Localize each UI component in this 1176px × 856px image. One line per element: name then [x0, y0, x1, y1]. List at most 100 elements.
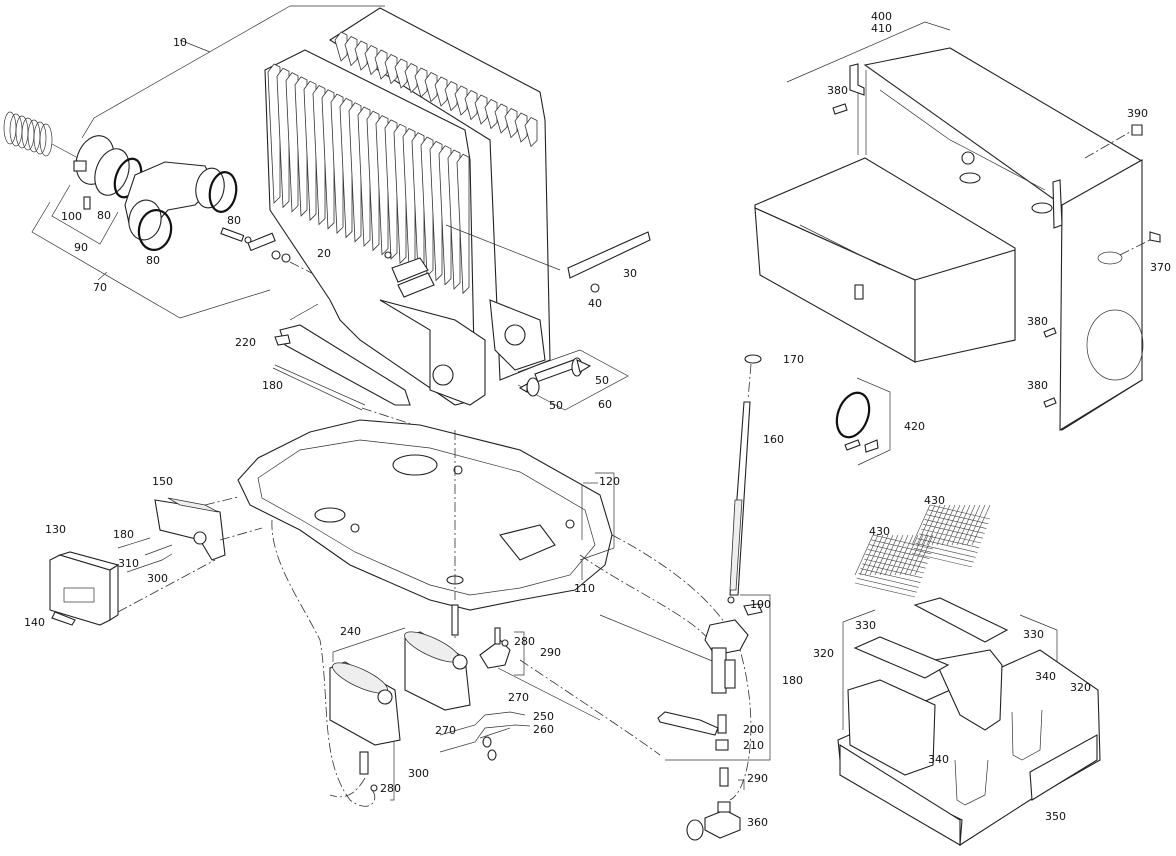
mesh-wire: [926, 504, 946, 546]
mesh-wire: [862, 563, 923, 579]
mesh-wire: [858, 573, 919, 588]
callout-90: 90: [74, 241, 88, 254]
mesh-wire: [899, 534, 919, 576]
flue-spring: [3, 111, 79, 159]
seal-kit-420: [835, 377, 891, 466]
callout-120: 120: [599, 475, 620, 488]
mesh-wire: [917, 538, 978, 553]
mesh-wire: [911, 504, 931, 546]
mesh-wire: [911, 552, 973, 568]
callout-210: 210: [743, 739, 764, 752]
callout-340b: 340: [928, 753, 949, 766]
front-panel: [754, 157, 1016, 363]
callout-180b: 180: [113, 528, 134, 541]
gas-tap-assembly: [599, 594, 771, 841]
group-10-bracket: [81, 5, 385, 139]
fin: [456, 153, 470, 295]
mesh-wire: [869, 534, 889, 576]
mesh-wire: [872, 534, 934, 550]
mesh-wire: [909, 534, 929, 576]
callout-310: 310: [118, 557, 139, 570]
mesh-wire: [869, 544, 930, 559]
mesh-wire: [936, 504, 956, 546]
callout-110: 110: [574, 582, 595, 595]
mesh-wire: [929, 504, 991, 520]
callout-280b: 280: [380, 782, 401, 795]
callout-50a: 50: [595, 374, 609, 387]
mesh-wire: [894, 534, 914, 576]
callout-350: 350: [1045, 810, 1066, 823]
mesh-wire: [867, 549, 928, 564]
mesh-wire: [931, 504, 951, 546]
drip-tray-assembly: [837, 597, 1101, 847]
callout-430a: 430: [869, 525, 890, 538]
callout-30: 30: [623, 267, 637, 280]
mesh-wire: [854, 534, 874, 576]
callout-360: 360: [747, 816, 768, 829]
callout-200: 200: [743, 723, 764, 736]
mesh-wire: [879, 534, 899, 576]
callout-280a: 280: [514, 635, 535, 648]
mesh-wire: [919, 533, 980, 549]
callout-150: 150: [152, 475, 173, 488]
callout-390: 390: [1127, 107, 1148, 120]
callout-420: 420: [904, 420, 925, 433]
callout-190: 190: [750, 598, 771, 611]
flue-adapter: [73, 135, 336, 286]
outer-casing: [786, 21, 1161, 431]
callout-80a: 80: [97, 209, 111, 222]
mesh-wire: [915, 543, 976, 558]
callout-50b: 50: [549, 399, 563, 412]
callout-260: 260: [533, 723, 554, 736]
callout-320a: 320: [813, 647, 834, 660]
mesh-wire: [956, 504, 976, 546]
mesh-wire: [951, 504, 971, 546]
mesh-wire: [920, 528, 982, 544]
callout-290b: 290: [747, 772, 768, 785]
callout-80c: 80: [146, 254, 160, 267]
mesh-wire: [926, 514, 987, 529]
mesh-wire: [922, 523, 983, 539]
callout-250: 250: [533, 710, 554, 723]
callout-340a: 340: [1035, 670, 1056, 683]
mesh-wire: [864, 534, 884, 576]
callout-380b: 380: [1027, 315, 1048, 328]
callout-180c: 180: [782, 674, 803, 687]
part-60-assembly: [517, 349, 629, 411]
fin: [524, 116, 538, 148]
mesh-wire: [884, 534, 904, 576]
mesh-wire: [854, 582, 916, 598]
callout-270b: 270: [435, 724, 456, 737]
callout-240: 240: [340, 625, 361, 638]
mesh-wire: [971, 504, 991, 546]
callout-290a: 290: [540, 646, 561, 659]
callout-380c: 380: [1027, 379, 1048, 392]
callout-130: 130: [45, 523, 66, 536]
callout-80b: 80: [227, 214, 241, 227]
mesh-wire: [966, 504, 986, 546]
callout-180a: 180: [262, 379, 283, 392]
callout-170: 170: [783, 353, 804, 366]
callout-400: 400: [871, 10, 892, 23]
mesh-wire: [860, 568, 921, 583]
callout-40: 40: [588, 297, 602, 310]
group-110-bracket: [579, 472, 615, 580]
callout-220: 220: [235, 336, 256, 349]
mesh-wire: [871, 539, 932, 555]
mesh-wire: [924, 519, 985, 534]
callout-20: 20: [317, 247, 331, 260]
callout-330b: 330: [1023, 628, 1044, 641]
mesh-wire: [889, 534, 909, 576]
callout-300a: 300: [147, 572, 168, 585]
callout-270a: 270: [508, 691, 529, 704]
callout-100: 100: [61, 210, 82, 223]
callout-140: 140: [24, 616, 45, 629]
callout-380a: 380: [827, 84, 848, 97]
mesh-wire: [865, 553, 926, 569]
callout-430b: 430: [924, 494, 945, 507]
callout-320b: 320: [1070, 681, 1091, 694]
callout-60: 60: [598, 398, 612, 411]
group-70-bracket: [31, 184, 271, 319]
mesh-wire: [946, 504, 966, 546]
heat-exchanger: [264, 7, 651, 406]
